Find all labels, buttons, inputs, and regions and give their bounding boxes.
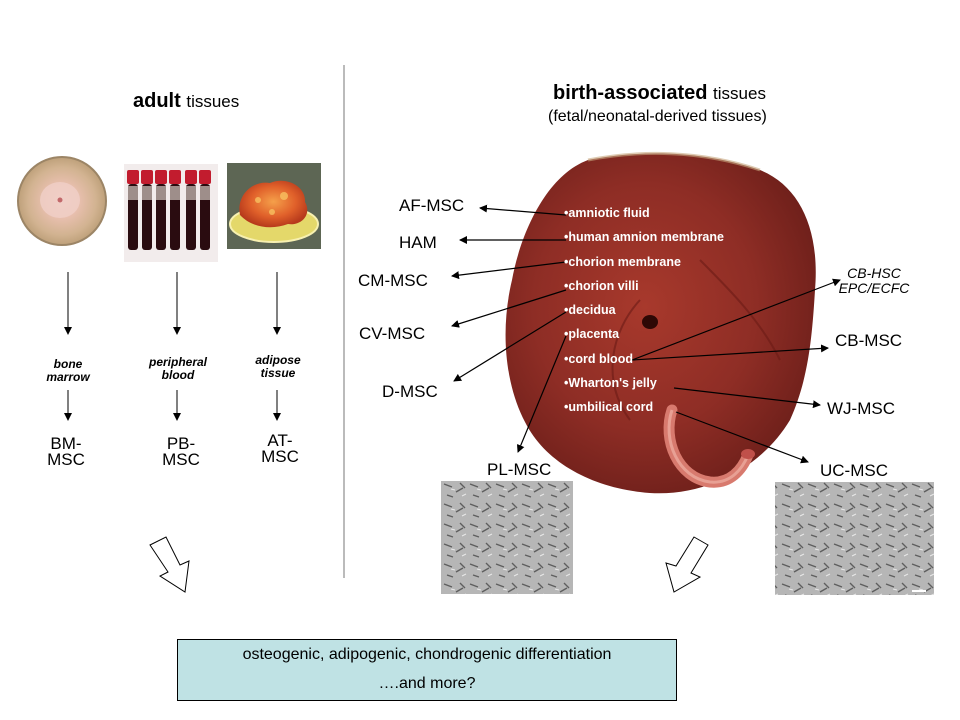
item-text: human amnion membrane: [568, 230, 724, 245]
item-text: umbilical cord: [568, 400, 654, 415]
msc-line: MSC: [162, 450, 200, 469]
item-text: cord blood: [568, 351, 633, 366]
item-text: chorion membrane: [568, 254, 681, 269]
bullet: •: [564, 254, 569, 269]
list-item: •cord blood: [564, 347, 724, 371]
label-cm-msc: CM-MSC: [358, 271, 428, 290]
list-item: •placenta: [564, 322, 724, 346]
adult-tissues-title: adult tissues: [133, 90, 239, 113]
label-d-msc: D-MSC: [382, 382, 438, 401]
label-af-msc: AF-MSC: [399, 196, 465, 215]
item-text: decidua: [568, 303, 616, 318]
adult-title-bold: adult: [133, 90, 181, 112]
placenta-arrows: [451, 204, 841, 464]
label-pl-msc: PL-MSC: [487, 460, 552, 479]
bullet: •: [564, 327, 569, 342]
label-cb-hsc: CB-HSC: [847, 265, 901, 281]
list-item: •human amnion membrane: [564, 225, 724, 249]
msc-line: BM-: [50, 434, 82, 453]
bone-marrow-photo: [17, 156, 107, 246]
birth-title-rest: tissues: [713, 84, 766, 103]
tissue-line: marrow: [46, 370, 90, 384]
msc-line: MSC: [47, 450, 85, 469]
list-item: •amniotic fluid: [564, 201, 724, 225]
list-item: •Wharton's jelly: [564, 371, 724, 395]
msc-label-at: AT- MSC: [252, 431, 308, 466]
label-uc-msc: UC-MSC: [820, 461, 888, 480]
adult-arrows: [64, 272, 281, 421]
item-text: chorion villi: [568, 278, 639, 293]
box-line-2: ….and more?: [378, 675, 476, 692]
list-item: •chorion membrane: [564, 250, 724, 274]
item-text: amniotic fluid: [568, 206, 650, 220]
item-text: Wharton's jelly: [568, 376, 657, 391]
tissue-line: tissue: [260, 366, 296, 380]
bullet: •: [564, 206, 569, 220]
bullet: •: [564, 230, 569, 245]
hollow-arrow-left: [149, 536, 190, 593]
bullet: •: [564, 400, 569, 415]
blood-tubes-photo: [124, 164, 218, 262]
birth-tissues-title: birth-associated tissues: [553, 82, 766, 105]
birth-tissues-subtitle: (fetal/neonatal-derived tissues): [548, 108, 767, 125]
label-epc-ecfc: EPC/ECFC: [838, 280, 910, 296]
birth-title-bold: birth-associated: [553, 82, 708, 104]
item-text: placenta: [568, 327, 620, 342]
adipose-tissue-photo: [227, 163, 321, 249]
tissue-label-adipose: adipose tissue: [248, 354, 308, 380]
label-cb-msc: CB-MSC: [835, 331, 903, 350]
tissue-line: adipose: [255, 353, 301, 367]
msc-label-bm: BM- MSC: [38, 434, 94, 469]
bullet: •: [564, 351, 569, 366]
label-cb-hsc-epc: CB-HSC EPC/ECFC: [826, 266, 922, 296]
msc-line: PB-: [166, 434, 196, 453]
tissue-label-peripheral-blood: peripheral blood: [142, 356, 214, 382]
list-item: •decidua: [564, 298, 724, 322]
tissue-line: peripheral: [148, 355, 208, 369]
msc-line: AT-: [267, 431, 293, 450]
tissue-line: bone: [53, 357, 83, 371]
bullet: •: [564, 376, 569, 391]
bullet: •: [564, 303, 569, 318]
list-item: •chorion villi: [564, 274, 724, 298]
hollow-arrow-right: [665, 536, 709, 593]
adult-title-rest: tissues: [186, 92, 240, 111]
label-ham: HAM: [399, 233, 437, 252]
tissue-label-bone-marrow: bone marrow: [38, 358, 98, 384]
msc-label-pb: PB- MSC: [153, 434, 209, 469]
label-cv-msc: CV-MSC: [359, 324, 426, 343]
tissue-line: blood: [161, 368, 195, 382]
bullet: •: [564, 278, 569, 293]
differentiation-box: osteogenic, adipogenic, chondrogenic dif…: [177, 639, 677, 701]
pl-msc-micrograph: [441, 481, 573, 594]
placenta-photo: [505, 151, 816, 494]
msc-line: MSC: [261, 447, 299, 466]
box-line-1: osteogenic, adipogenic, chondrogenic dif…: [242, 646, 612, 663]
uc-msc-micrograph: [775, 482, 934, 595]
list-item: •umbilical cord: [564, 395, 724, 419]
label-wj-msc: WJ-MSC: [827, 399, 895, 418]
placenta-component-list: •amniotic fluid •human amnion membrane •…: [564, 201, 724, 420]
